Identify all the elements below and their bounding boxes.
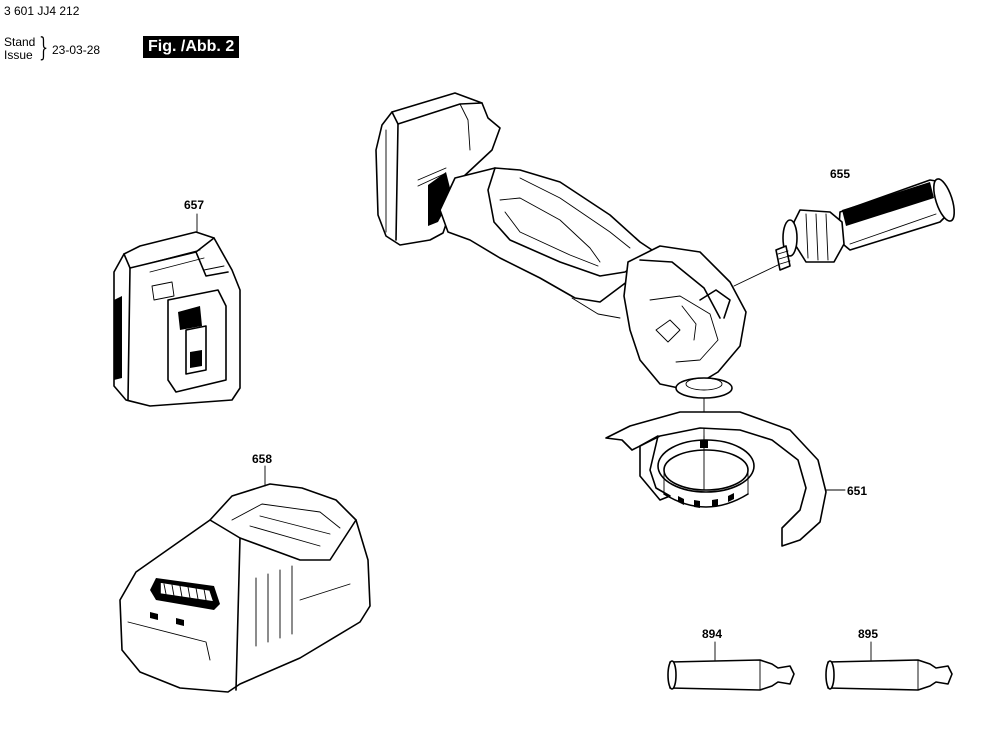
auxiliary-handle-illustration bbox=[775, 178, 956, 271]
angle-grinder-illustration bbox=[375, 92, 747, 399]
stand-issue-labels: Stand Issue bbox=[4, 36, 35, 62]
battery-pack-illustration bbox=[113, 231, 241, 407]
grease-tube-895-illustration bbox=[825, 659, 953, 691]
callout-894: 894 bbox=[702, 627, 723, 641]
battery-charger-illustration bbox=[119, 483, 371, 693]
issue-label: Issue bbox=[4, 48, 33, 62]
stand-label: Stand bbox=[4, 35, 36, 49]
callout-655: 655 bbox=[830, 167, 851, 181]
document-number: 3 601 JJ4 212 bbox=[4, 4, 80, 18]
protective-guard-illustration bbox=[605, 411, 827, 547]
callout-657: 657 bbox=[184, 198, 205, 212]
brace-symbol: } bbox=[39, 33, 49, 63]
leader-line bbox=[733, 263, 781, 287]
callout-895: 895 bbox=[858, 627, 879, 641]
issue-date: 23-03-28 bbox=[52, 43, 101, 57]
callout-658: 658 bbox=[252, 452, 273, 466]
figure-label: Fig. /Abb. 2 bbox=[143, 36, 240, 58]
grease-tube-894-illustration bbox=[667, 659, 795, 691]
callout-651: 651 bbox=[847, 484, 868, 498]
